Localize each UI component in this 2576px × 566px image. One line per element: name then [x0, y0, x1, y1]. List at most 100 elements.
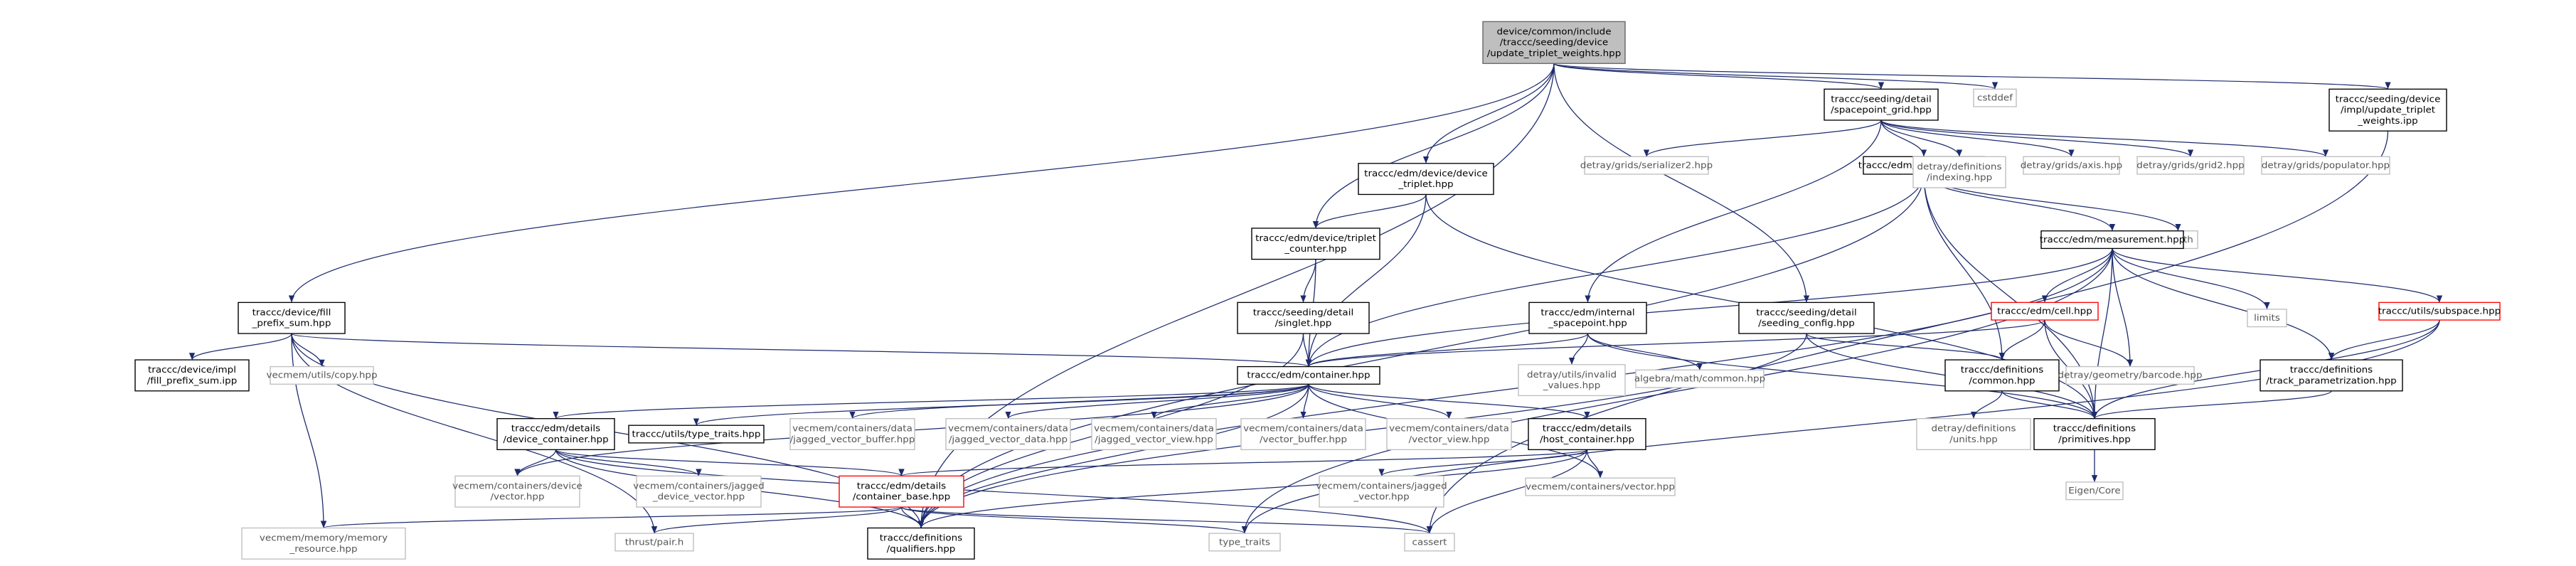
node-triplet_counter[interactable]: traccc/edm/device/triplet_counter.hpp — [1251, 228, 1380, 260]
node-box[interactable] — [1251, 228, 1380, 260]
node-jv_view[interactable]: vecmem/containers/data/jagged_vector_vie… — [1091, 418, 1217, 451]
node-memory_resource[interactable]: vecmem/memory/memory_resource.hpp — [241, 527, 406, 560]
node-dev_triplet[interactable]: traccc/edm/device/device_triplet.hpp — [1358, 163, 1494, 196]
node-algebra_common[interactable]: algebra/math/common.hpp — [1634, 369, 1765, 388]
node-box[interactable] — [1525, 477, 1676, 496]
node-box[interactable] — [1386, 418, 1512, 451]
node-box[interactable] — [454, 475, 580, 508]
node-box[interactable] — [2328, 88, 2447, 132]
node-box[interactable] — [1482, 21, 1626, 64]
node-box[interactable] — [1528, 418, 1646, 451]
node-box[interactable] — [1091, 418, 1217, 451]
node-box[interactable] — [1824, 88, 1939, 121]
edge-container_base-to-cassert — [900, 506, 1432, 534]
node-root[interactable]: device/common/include/traccc/seeding/dev… — [1482, 21, 1626, 64]
node-box[interactable] — [1208, 533, 1281, 552]
node-box[interactable] — [2247, 309, 2287, 328]
node-vm_vector[interactable]: vecmem/containers/vector.hpp — [1525, 477, 1676, 496]
node-box[interactable] — [2033, 418, 2156, 451]
node-box[interactable] — [1584, 156, 1709, 175]
node-box[interactable] — [1518, 364, 1626, 397]
node-box[interactable] — [1237, 365, 1380, 385]
node-limits[interactable]: limits — [2247, 309, 2287, 328]
node-box[interactable] — [1912, 156, 2006, 188]
node-units[interactable]: detray/definitions/units.hpp — [1916, 418, 2031, 451]
node-box[interactable] — [2023, 156, 2120, 175]
node-axis[interactable]: detray/grids/axis.hpp — [2021, 156, 2123, 175]
node-measurement[interactable]: traccc/edm/measurement.hpp — [2040, 230, 2186, 250]
node-internal_sp[interactable]: traccc/edm/internal_spacepoint.hpp — [1528, 301, 1647, 334]
node-jagged_dev_vector[interactable]: vecmem/containers/jagged_device_vector.h… — [633, 475, 765, 508]
node-barcode[interactable]: detray/geometry/barcode.hpp — [2058, 365, 2203, 385]
node-box[interactable] — [270, 365, 374, 385]
edge-spgrid-to-grid2 — [1880, 119, 2193, 157]
node-v_view[interactable]: vecmem/containers/data/vector_view.hpp — [1386, 418, 1512, 451]
node-box[interactable] — [839, 475, 964, 508]
node-upd_impl[interactable]: traccc/seeding/device/impl/update_triple… — [2328, 88, 2447, 132]
node-box[interactable] — [2260, 359, 2403, 392]
node-qualifiers[interactable]: traccc/definitions/qualifiers.hpp — [867, 527, 975, 560]
node-box[interactable] — [2065, 481, 2124, 501]
node-host_container[interactable]: traccc/edm/details/host_container.hpp — [1528, 418, 1646, 451]
node-seeding_config[interactable]: traccc/seeding/detail/seeding_config.hpp — [1738, 301, 1875, 334]
node-box[interactable] — [1237, 301, 1370, 334]
node-box[interactable] — [241, 527, 406, 560]
node-label-line: traccc/definitions — [880, 533, 963, 544]
node-box[interactable] — [496, 418, 615, 451]
node-box[interactable] — [2378, 301, 2501, 321]
node-fill_prefix[interactable]: traccc/device/fill_prefix_sum.hpp — [238, 301, 346, 334]
node-dev_container[interactable]: traccc/edm/details/device_container.hpp — [496, 418, 615, 451]
node-v_buffer[interactable]: vecmem/containers/data/vector_buffer.hpp — [1240, 418, 1366, 451]
node-box[interactable] — [2040, 230, 2184, 250]
node-jv_buffer[interactable]: vecmem/containers/data/jagged_vector_buf… — [789, 418, 915, 451]
node-box[interactable] — [867, 527, 975, 560]
node-box[interactable] — [1319, 475, 1444, 508]
node-box[interactable] — [1738, 301, 1875, 334]
node-box[interactable] — [134, 359, 250, 392]
node-cell[interactable]: traccc/edm/cell.hpp — [1991, 301, 2099, 321]
node-indexing[interactable]: detray/definitions/indexing.hpp — [1912, 156, 2006, 188]
node-box[interactable] — [636, 475, 762, 508]
node-box[interactable] — [1528, 301, 1647, 334]
node-populator[interactable]: detray/grids/populator.hpp — [2261, 156, 2390, 175]
node-box[interactable] — [238, 301, 346, 334]
node-box[interactable] — [628, 424, 765, 444]
node-spgrid[interactable]: traccc/seeding/detail/spacepoint_grid.hp… — [1824, 88, 1939, 121]
node-serializer[interactable]: detray/grids/serializer2.hpp — [1580, 156, 1713, 175]
node-fill_impl[interactable]: traccc/device/impl/fill_prefix_sum.ipp — [134, 359, 250, 392]
node-container[interactable]: traccc/edm/container.hpp — [1237, 365, 1380, 385]
node-grid2[interactable]: detray/grids/grid2.hpp — [2136, 156, 2245, 175]
node-subspace[interactable]: traccc/utils/subspace.hpp — [2378, 301, 2501, 321]
node-box[interactable] — [1973, 88, 2017, 107]
node-eigen[interactable]: Eigen/Core — [2065, 481, 2124, 501]
node-def_common[interactable]: traccc/definitions/common.hpp — [1944, 359, 2060, 392]
node-type_traits[interactable]: type_traits — [1208, 533, 1281, 552]
node-box[interactable] — [945, 418, 1071, 451]
node-box[interactable] — [1635, 369, 1765, 388]
node-box[interactable] — [2065, 365, 2195, 385]
node-box[interactable] — [789, 418, 915, 451]
node-vm_copy[interactable]: vecmem/utils/copy.hpp — [266, 365, 378, 385]
node-box[interactable] — [1240, 418, 1366, 451]
node-box[interactable] — [2136, 156, 2245, 175]
node-box[interactable] — [1404, 533, 1455, 552]
node-box[interactable] — [1944, 359, 2060, 392]
node-track_param[interactable]: traccc/definitions/track_parametrization… — [2260, 359, 2403, 392]
node-primitives[interactable]: traccc/definitions/primitives.hpp — [2033, 418, 2156, 451]
node-pair[interactable]: thrust/pair.h — [614, 533, 694, 552]
node-box[interactable] — [1991, 301, 2099, 321]
node-cassert[interactable]: cassert — [1404, 533, 1455, 552]
node-invalid_values[interactable]: detray/utils/invalid_values.hpp — [1518, 364, 1626, 397]
node-box[interactable] — [2261, 156, 2390, 175]
node-box[interactable] — [614, 533, 694, 552]
node-label-line: vecmem/containers/data — [1243, 424, 1363, 434]
node-cstddef[interactable]: cstddef — [1973, 88, 2017, 107]
node-singlet[interactable]: traccc/seeding/detail/singlet.hpp — [1237, 301, 1370, 334]
node-box[interactable] — [1358, 163, 1494, 196]
node-jagged_vector[interactable]: vecmem/containers/jagged_vector.hpp — [1316, 475, 1447, 508]
node-type_traits_hpp[interactable]: traccc/utils/type_traits.hpp — [628, 424, 765, 444]
node-box[interactable] — [1916, 418, 2031, 451]
node-container_base[interactable]: traccc/edm/details/container_base.hpp — [839, 475, 964, 508]
node-dev_vector[interactable]: vecmem/containers/device/vector.hpp — [452, 475, 582, 508]
node-jv_data[interactable]: vecmem/containers/data/jagged_vector_dat… — [945, 418, 1071, 451]
